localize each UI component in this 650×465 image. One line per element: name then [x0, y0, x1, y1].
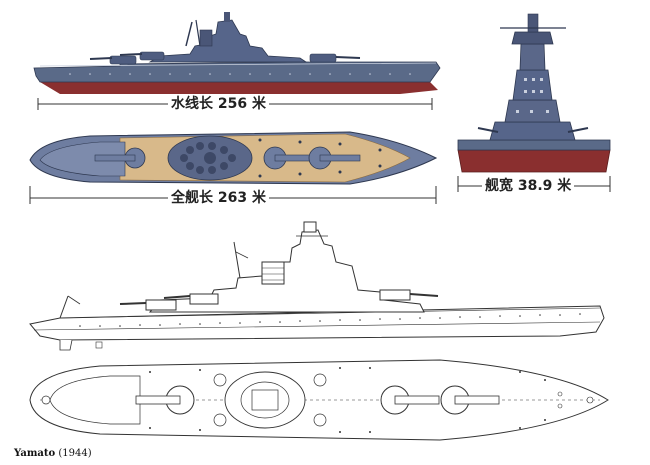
waterline-length-label: 水线长 256 米 — [168, 96, 269, 112]
overall-length-label: 全舰长 263 米 — [168, 190, 269, 206]
ship-caption: Yamato (1944) — [14, 448, 92, 459]
color-side-profile — [33, 12, 441, 94]
beam-label: 舰宽 38.9 米 — [482, 178, 575, 194]
color-front-view — [457, 13, 611, 173]
lineart-portholes — [79, 313, 581, 327]
ship-name: Yamato — [14, 448, 56, 459]
color-top-plan — [29, 131, 438, 185]
ship-year: (1944) — [58, 448, 92, 459]
lineart-deck-fittings — [149, 367, 546, 433]
lineart-side-profile — [29, 221, 605, 351]
lineart-top-plan — [29, 359, 609, 441]
